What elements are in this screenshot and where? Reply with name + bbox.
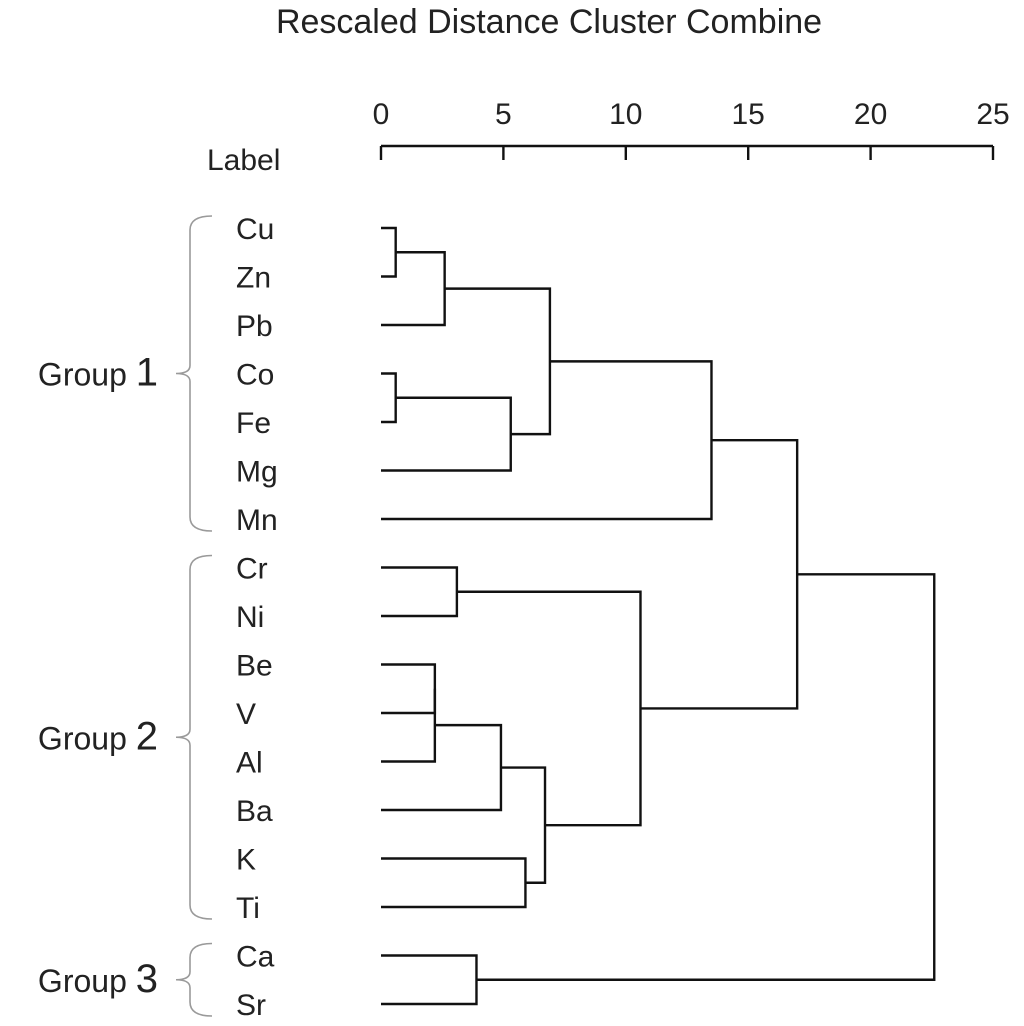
cluster-link [444,287,552,436]
cluster-link [381,663,437,715]
axis-tick-label: 15 [732,98,765,131]
cluster-link [381,954,478,1006]
group-label: Group 1 [38,351,158,395]
leaf-label: Cr [236,553,268,586]
distance-axis: 0 5 10 15 20 25 [373,98,1010,160]
leaf-label: Pb [236,310,273,343]
axis-tick-label: 0 [373,98,390,131]
leaf-label: Be [236,650,273,683]
group-brace [175,215,213,532]
dendrogram-links [381,226,936,1006]
group-label-word: Group [38,720,136,756]
chart-title: Rescaled Distance Cluster Combine [276,3,822,41]
group-label-number: 2 [136,714,158,758]
leaf-label: Ca [236,941,275,974]
axis-tick-label: 20 [854,98,887,131]
leaf-label: Cu [236,213,274,246]
leaf-label: Ti [236,892,260,925]
leaf-label: Mg [236,456,278,489]
axis-tick-label: 25 [976,98,1009,131]
cluster-link [381,396,512,472]
cluster-link [381,723,503,812]
cluster-link [476,573,936,981]
leaf-label: V [236,698,256,731]
leaf-label: Zn [236,262,271,295]
group-brace [175,554,213,920]
leaf-label: Ni [236,601,264,634]
group-label-word: Group [38,357,136,393]
cluster-link [381,251,446,327]
cluster-link [381,566,459,618]
axis-tick-label: 5 [495,98,512,131]
cluster-link [381,857,527,909]
leaf-label: Al [236,747,263,780]
group-label-number: 1 [136,351,158,395]
leaf-label: Fe [236,407,271,440]
group-label: Group 3 [38,957,158,1001]
cluster-link [381,372,397,424]
cluster-link [500,766,547,884]
cluster-link [381,688,437,763]
leaf-label: Ba [236,795,273,828]
axis-tick-label: 10 [609,98,642,131]
group-label: Group 2 [38,714,158,758]
leaf-label: Co [236,359,274,392]
leaf-label: Sr [236,989,266,1021]
leaf-label: K [236,844,256,877]
group-label-word: Group [38,963,136,999]
group-label-number: 3 [136,957,158,1001]
cluster-link [381,226,397,278]
cluster-link [456,590,642,827]
cluster-link [640,438,799,710]
group-brace [175,942,213,1017]
cluster-link [381,360,713,521]
leaf-label: Mn [236,504,278,537]
axis-label: Label [207,144,280,177]
